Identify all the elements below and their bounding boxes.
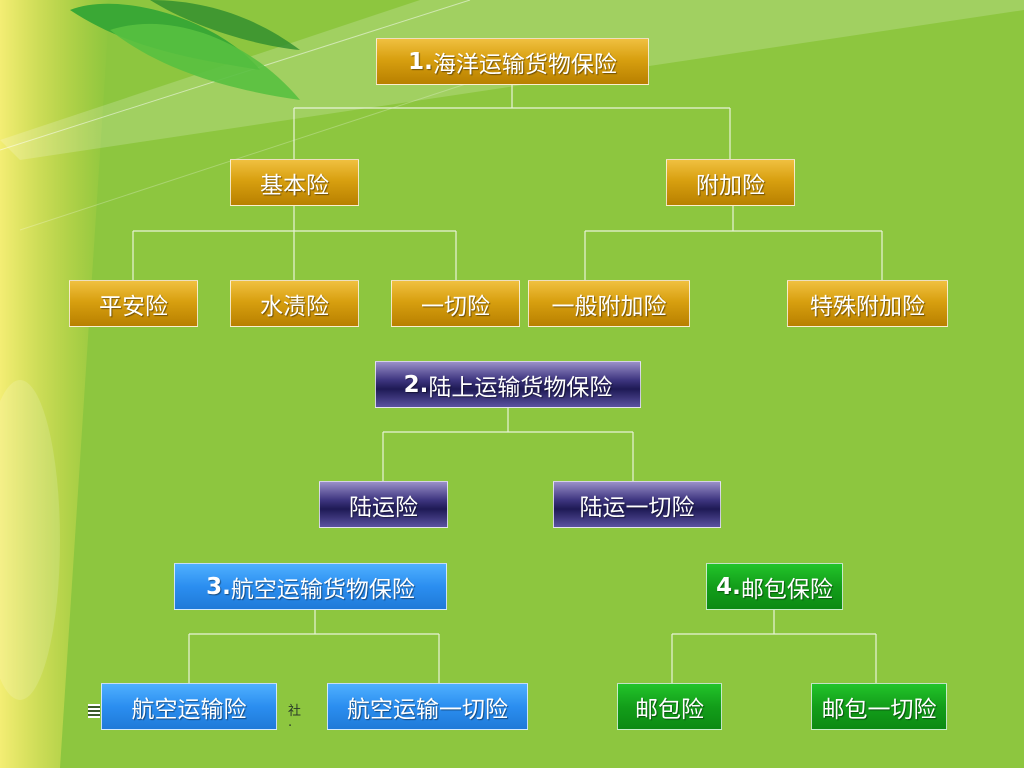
land-child-node: 陆运险 bbox=[319, 481, 448, 528]
marine-number: 1. bbox=[408, 48, 433, 75]
marine-additional-label: 附加险 bbox=[696, 172, 765, 199]
marine-basic-child-node: 一切险 bbox=[391, 280, 520, 327]
land-insurance-node: 2.陆上运输货物保险 bbox=[375, 361, 641, 408]
marine-basic-label: 基本险 bbox=[260, 172, 329, 199]
marine-additional-node: 附加险 bbox=[666, 159, 795, 206]
marine-additional-child-node: 一般附加险 bbox=[528, 280, 690, 327]
overland-risks-label: 陆运险 bbox=[349, 494, 418, 521]
overland-all-risks-label: 陆运一切险 bbox=[579, 494, 695, 521]
land-number: 2. bbox=[403, 371, 429, 398]
parcel-child-node: 邮包一切险 bbox=[811, 683, 947, 730]
land-child-node: 陆运一切险 bbox=[553, 481, 721, 528]
air-child-node: 航空运输一切险 bbox=[327, 683, 528, 730]
parcel-child-node: 邮包险 bbox=[617, 683, 722, 730]
air-title: 航空运输货物保险 bbox=[230, 576, 415, 603]
air-insurance-node: 3.航空运输货物保险 bbox=[174, 563, 447, 610]
land-title: 陆上运输货物保险 bbox=[428, 374, 613, 401]
special-additional-label: 特殊附加险 bbox=[810, 293, 925, 320]
marine-insurance-node: 1.海洋运输货物保险 bbox=[376, 38, 649, 85]
general-additional-label: 一般附加险 bbox=[551, 293, 667, 320]
marine-basic-child-node: 平安险 bbox=[69, 280, 198, 327]
parcel-all-risks-label: 邮包一切险 bbox=[821, 696, 937, 723]
logo-mark-icon bbox=[88, 704, 100, 718]
air-child-node: 航空运输险 bbox=[101, 683, 277, 730]
marine-basic-node: 基本险 bbox=[230, 159, 359, 206]
parcel-title: 邮包保险 bbox=[740, 576, 833, 603]
publisher-logo: 社· bbox=[88, 704, 301, 734]
marine-basic-child-node: 水渍险 bbox=[230, 280, 359, 327]
parcel-risks-label: 邮包险 bbox=[635, 696, 704, 723]
air-all-risks-label: 航空运输一切险 bbox=[347, 696, 508, 723]
parcel-number: 4. bbox=[716, 573, 741, 600]
parcel-insurance-node: 4.邮包保险 bbox=[706, 563, 843, 610]
marine-title: 海洋运输货物保险 bbox=[432, 51, 617, 78]
air-number: 3. bbox=[206, 573, 231, 600]
logo-seal-icon: 社· bbox=[288, 704, 302, 734]
marine-additional-child-node: 特殊附加险 bbox=[787, 280, 948, 327]
wpa-label: 水渍险 bbox=[260, 293, 329, 320]
fpa-label: 平安险 bbox=[99, 293, 168, 320]
all-risks-label: 一切险 bbox=[421, 293, 490, 320]
air-risks-label: 航空运输险 bbox=[131, 696, 247, 723]
